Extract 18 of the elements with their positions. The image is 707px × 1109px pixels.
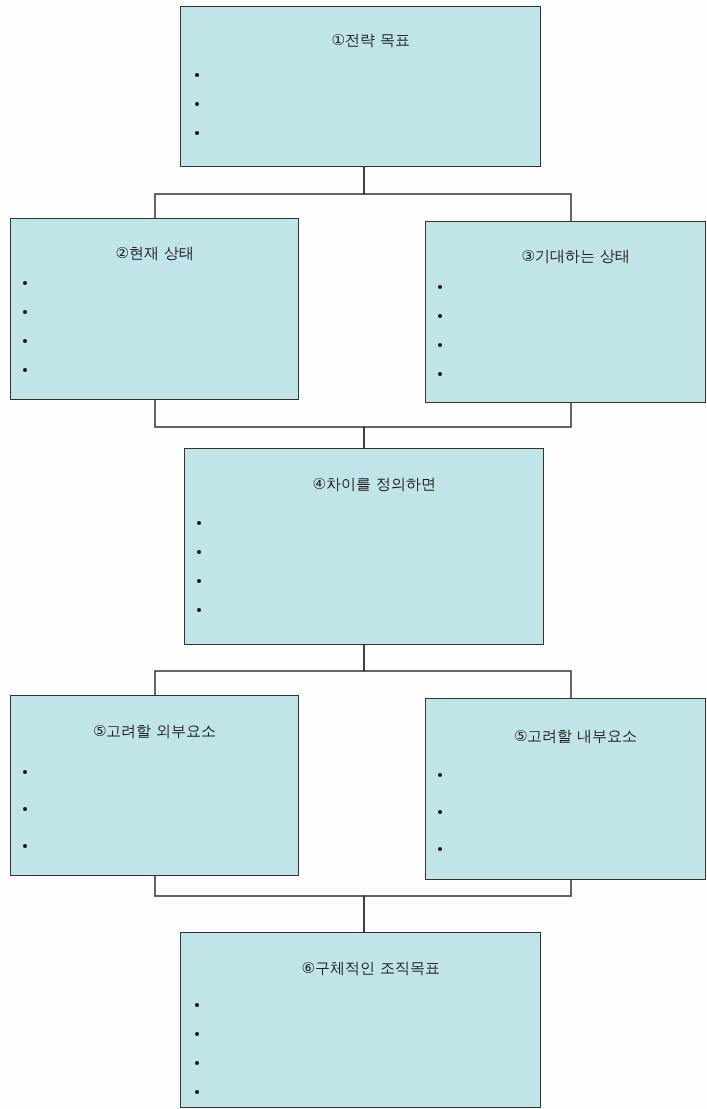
connector-line <box>363 644 572 699</box>
text-box <box>180 6 541 167</box>
text-box <box>184 448 544 645</box>
connector-line <box>363 166 572 222</box>
box-heading: ①전략 목표 <box>331 31 410 50</box>
text-box <box>180 932 541 1108</box>
box-heading: ④차이를 정의하면 <box>312 475 436 494</box>
connector-line <box>363 402 572 449</box>
text-box <box>10 218 299 400</box>
box-heading: ③기대하는 상태 <box>521 247 630 266</box>
text-box <box>425 221 706 403</box>
box-heading: ⑤고려할 내부요소 <box>513 727 638 746</box>
box-heading: ②현재 상태 <box>115 244 194 263</box>
box-heading: ⑥구체적인 조직목표 <box>301 959 440 978</box>
text-box <box>425 698 706 880</box>
connector-line <box>363 879 572 933</box>
box-heading: ⑤고려할 외부요소 <box>92 722 217 741</box>
text-box <box>10 695 299 876</box>
